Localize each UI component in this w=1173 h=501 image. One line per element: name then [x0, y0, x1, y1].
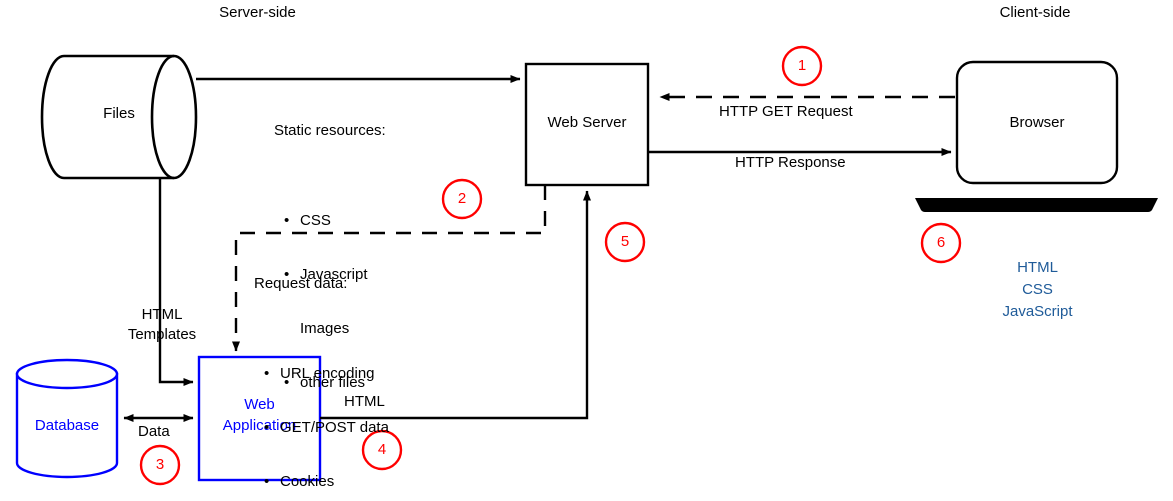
request-data-item: Cookies [264, 473, 389, 492]
step-circle-3 [139, 444, 181, 486]
client-stack-item-css: CSS [1022, 280, 1053, 298]
request-data-block: Request data: URL encoding GET/POST data… [254, 240, 389, 501]
step-circle-1 [781, 45, 823, 87]
step-number-2: 2 [457, 190, 467, 207]
request-data-item: URL encoding [264, 365, 389, 384]
laptop-base-bar-shape [915, 198, 1158, 212]
step-circle-2 [441, 178, 483, 220]
step-number-3: 3 [155, 456, 165, 473]
server-side-title: Server-side [219, 4, 296, 21]
step-circle-5 [604, 221, 646, 263]
static-resources-item: Images [300, 319, 350, 337]
edge-webserver-to-webapp-request [232, 185, 547, 352]
step-number-4: 4 [377, 441, 387, 458]
files-node-label: Files [103, 105, 135, 122]
browser-box-shape [955, 60, 1119, 185]
client-stack-item-html: HTML [1017, 259, 1058, 276]
static-resources-item: CSS [284, 212, 386, 231]
step-number-1: 1 [797, 57, 807, 74]
http-get-request-label: HTTP GET Request [719, 103, 853, 120]
edge-files-to-webapp-templates [158, 178, 194, 386]
request-data-list: URL encoding GET/POST data Cookies [254, 329, 389, 501]
request-data-item: GET/POST data [264, 419, 389, 438]
static-resources-title: Static resources: [274, 122, 386, 140]
edge-webapp-to-webserver-html [320, 190, 591, 420]
step-number-5: 5 [620, 233, 630, 250]
client-side-title: Client-side [999, 4, 1071, 21]
web-server-node-label: Web Server [547, 114, 627, 131]
data-label: Data [138, 423, 170, 440]
web-application-node-label-line2: Application [222, 417, 297, 434]
html-templates-label-line1: HTML [141, 306, 183, 323]
request-data-title: Request data: [254, 275, 348, 293]
http-response-label: HTTP Response [735, 154, 846, 171]
web-application-node-label-line1: Web [244, 396, 275, 413]
html-label: HTML [344, 393, 385, 410]
static-resources-item: Javascript [284, 266, 386, 285]
files-cylinder-shape [40, 54, 198, 180]
web-server-box-shape [524, 62, 650, 187]
client-stack-block: HTML CSS JavaScript [975, 257, 1100, 322]
step-number-6: 6 [936, 234, 946, 251]
client-stack-item-javascript: JavaScript [1002, 302, 1073, 320]
step-circle-6 [920, 222, 962, 264]
database-node-label: Database [34, 417, 100, 434]
database-cylinder-shape [15, 358, 119, 479]
html-templates-label-line2: Templates [127, 326, 197, 343]
browser-node-label: Browser [1009, 114, 1065, 131]
